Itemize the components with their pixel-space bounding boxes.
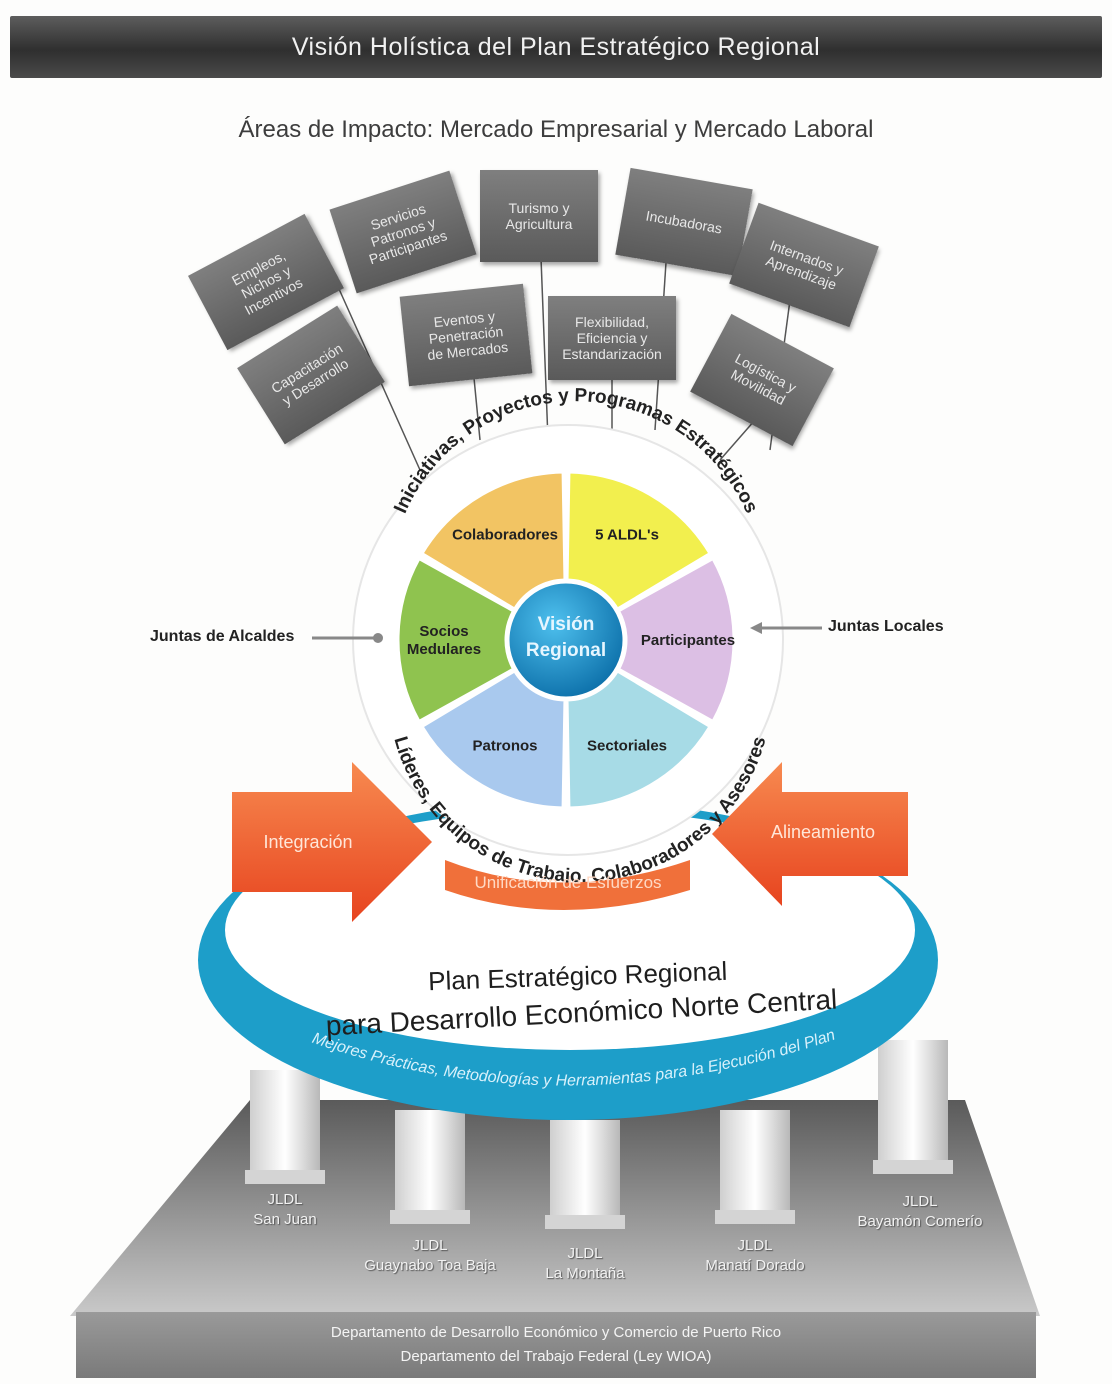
pillar-base [390, 1210, 470, 1224]
pillar-base [873, 1160, 953, 1174]
wheel-segment-label: Patronos [472, 738, 537, 755]
impact-box-eventos: Eventos y Penetración de Mercados [399, 283, 533, 387]
subtitle: Áreas de Impacto: Mercado Empresarial y … [238, 116, 874, 143]
footer-band: Departamento de Desarrollo Económico y C… [76, 1312, 1036, 1378]
impact-box-turismo: Turismo y Agricultura [480, 170, 598, 262]
pillar-label-guaynabo: JLDL Guaynabo Toa Baja [364, 1237, 496, 1274]
wheel-segment [396, 556, 516, 724]
wheel-segment [616, 556, 736, 724]
wheel-segment-label: Colaboradores [452, 526, 558, 543]
wheel-segment-label: Sectoriales [587, 738, 667, 755]
unification-label: Unificación de Esfuerzos [474, 873, 661, 892]
page-title: Visión Holística del Plan Estratégico Re… [291, 32, 821, 61]
wheel-center [506, 580, 626, 700]
left-connector-dot [373, 633, 383, 643]
alignment-label: Alineamiento [771, 822, 875, 842]
pillar-label-san-juan: JLDL San Juan [253, 1191, 317, 1228]
wheel-segment [565, 668, 713, 810]
pillar-bayamon [878, 1040, 948, 1170]
pillar-base [245, 1170, 325, 1184]
pillar-manati [720, 1110, 790, 1220]
wheel-segment [565, 470, 713, 612]
footer-line1: Departamento de Desarrollo Económico y C… [330, 1324, 782, 1341]
right-connector-head [750, 622, 762, 634]
integration-label: Integración [263, 832, 352, 852]
right-label: Juntas Locales [828, 618, 944, 635]
wheel-segment-label: Participantes [641, 632, 735, 649]
wheel-segment [419, 668, 567, 810]
pillar-san-juan [250, 1070, 320, 1180]
pillar-label-la-montana: JLDL La Montaña [545, 1245, 625, 1282]
wheel-segment-label: 5 ALDL's [595, 526, 659, 543]
pillar-la-montana [550, 1120, 620, 1225]
unification-band [445, 860, 690, 910]
pillar-base [715, 1210, 795, 1224]
pillar-label-bayamon: JLDL Bayamón Comerío [857, 1193, 983, 1230]
pillars [245, 1040, 953, 1229]
pillar-guaynabo [395, 1110, 465, 1220]
footer-line2: Departamento del Trabajo Federal (Ley WI… [400, 1348, 712, 1365]
title-banner: Visión Holística del Plan Estratégico Re… [10, 16, 1102, 78]
wheel-segment [419, 470, 567, 612]
pillar-base [545, 1215, 625, 1229]
alignment-arrow [712, 762, 908, 906]
pillar-label-manati: JLDL Manatí Dorado [705, 1237, 805, 1274]
integration-arrow [232, 762, 432, 922]
impact-box-flexibilidad: Flexibilidad, Eficiencia y Estandarizaci… [548, 296, 676, 380]
left-label: Juntas de Alcaldes [150, 628, 295, 645]
